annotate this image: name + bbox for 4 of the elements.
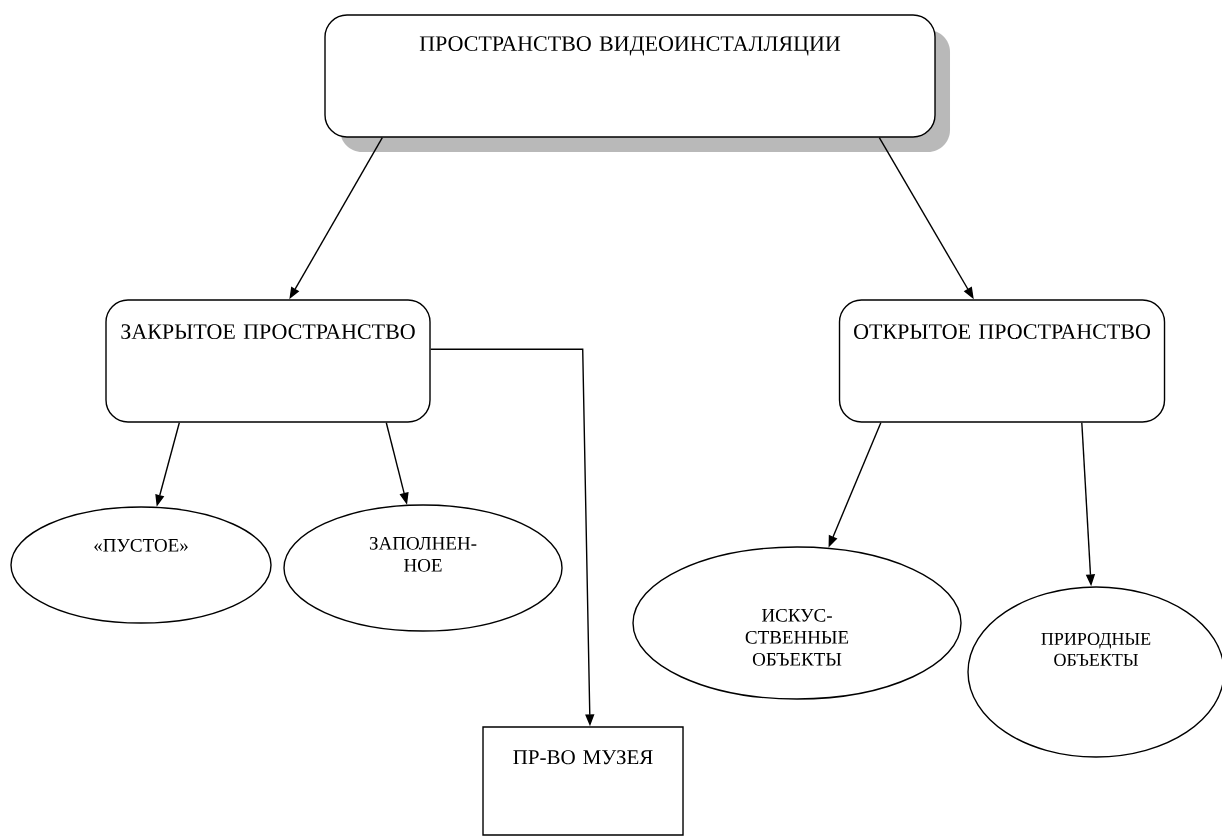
museum-box: ПР-ВО МУЗЕЯ	[482, 726, 684, 836]
title-box: ПРОСТРАНСТВО ВИДЕОИНСТАЛЛЯЦИИ	[324, 14, 950, 152]
category-box: ЗАКРЫТОЕ ПРОСТРАНСТВО	[105, 299, 431, 423]
category-box: ОТКРЫТОЕ ПРОСТРАНСТВО	[838, 299, 1166, 423]
